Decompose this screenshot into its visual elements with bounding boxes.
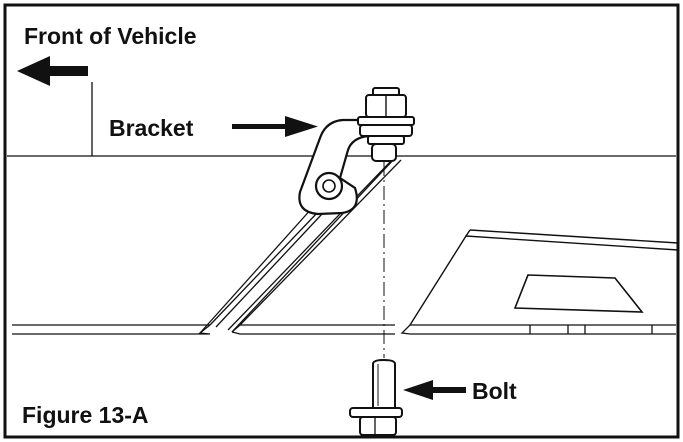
bolt-pointer-arrow-left-icon (403, 380, 466, 400)
bolt-part (349, 358, 403, 436)
panel-cutout (513, 274, 644, 313)
figure-caption: Figure 13-A (22, 402, 149, 428)
bracket-label: Bracket (109, 115, 194, 141)
lower-plate (12, 324, 676, 335)
support-rails (199, 157, 402, 334)
arrow-right-icon (232, 116, 318, 137)
upper-fastener-stack (357, 87, 415, 162)
bracket-part (298, 118, 382, 216)
bolt-label: Bolt (472, 378, 517, 404)
pivot-inner (322, 179, 336, 193)
arrow-left-icon (17, 56, 88, 86)
side-panel (409, 229, 679, 326)
front-of-vehicle-label: Front of Vehicle (24, 23, 197, 49)
